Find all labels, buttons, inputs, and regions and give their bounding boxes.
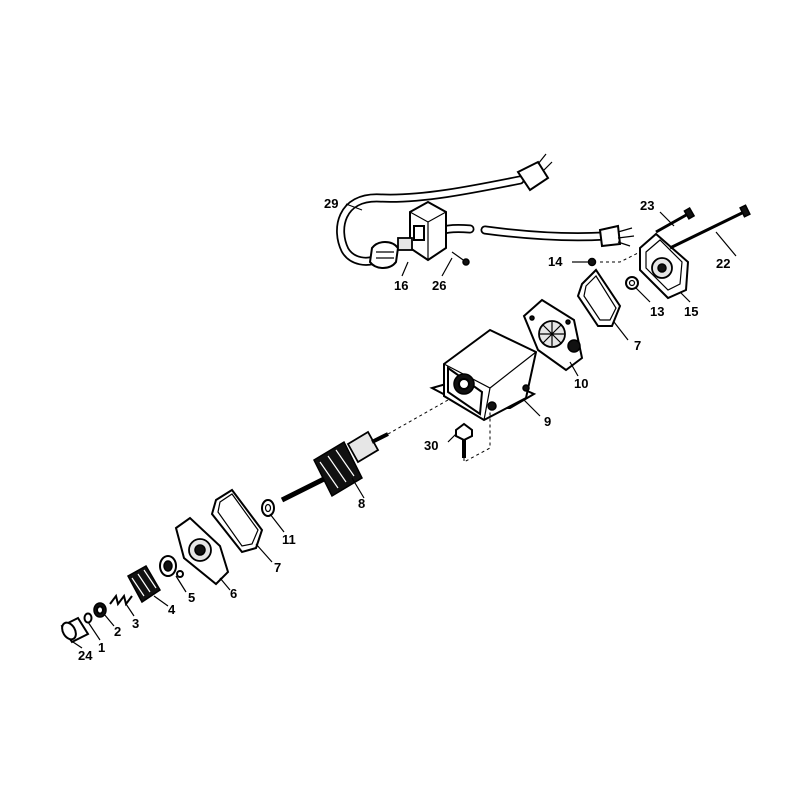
callout-6: 6 [230,586,237,601]
switch-box [397,200,447,262]
clip [83,612,93,624]
washer [261,499,275,517]
bolt-dash-line [463,412,491,463]
callout-labels: 24 1 2 3 4 5 6 7 11 8 30 9 10 7 13 15 14… [78,196,730,663]
armature-dash-line [387,399,449,435]
gasket-upper [576,268,622,327]
callout-14: 14 [548,254,563,269]
bearing [159,555,184,578]
callout-15: 15 [684,304,698,319]
end-cap [639,232,690,300]
gasket-lower [210,488,264,554]
cord-end-connector [598,224,635,248]
cap [60,616,90,644]
callout-16: 16 [394,278,408,293]
through-bolt-short [655,207,696,234]
drive-end-plate [174,516,230,586]
spring [109,593,133,607]
callout-26: 26 [432,278,446,293]
callout-8: 8 [358,496,365,511]
through-bolt-long [669,204,751,250]
mounting-bolt [455,422,473,458]
retainer [93,602,107,618]
end-cap-dash-line [600,251,641,263]
cord-strain-relief [368,241,400,269]
plug [516,153,553,192]
callout-24: 24 [78,648,93,663]
small-screw [587,257,597,267]
callout-9: 9 [544,414,551,429]
brush-plate [522,298,584,372]
callout-22: 22 [716,256,730,271]
motor-housing [429,328,538,422]
callout-30: 30 [424,438,438,453]
callout-1: 1 [98,640,105,655]
hex-nut [625,276,639,290]
callout-7-lower: 7 [274,560,281,575]
callout-10: 10 [574,376,588,391]
callout-7-upper: 7 [634,338,641,353]
callout-5: 5 [188,590,195,605]
armature [280,430,389,503]
callout-29: 29 [324,196,338,211]
drive-pinion [126,564,162,604]
callout-2: 2 [114,624,121,639]
callout-11: 11 [282,532,296,547]
leader-lines [69,203,737,649]
callout-3: 3 [132,616,139,631]
switch-screw [451,251,470,266]
callout-4: 4 [168,602,176,617]
callout-23: 23 [640,198,654,213]
callout-13: 13 [650,304,664,319]
